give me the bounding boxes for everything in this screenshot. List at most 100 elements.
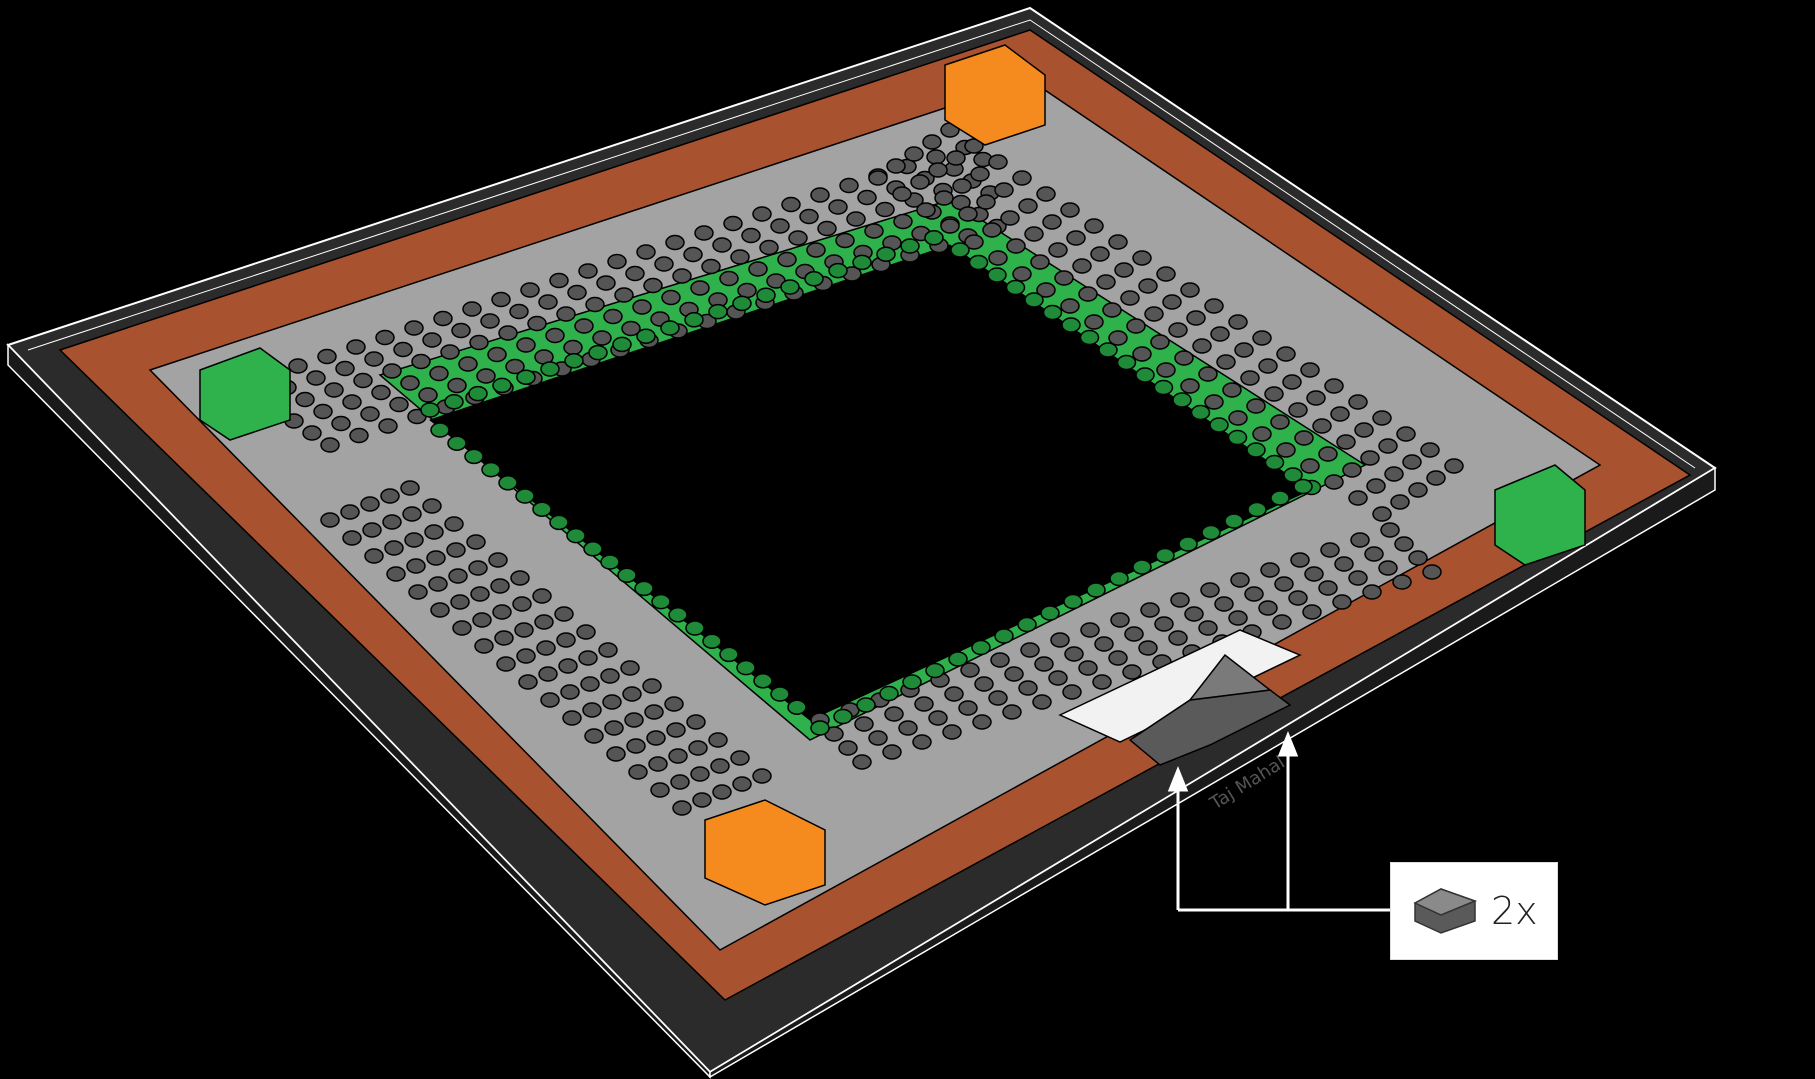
- stud: [1215, 597, 1233, 611]
- stud: [1427, 471, 1445, 485]
- stud: [589, 346, 607, 360]
- stud: [1021, 643, 1039, 657]
- stud: [899, 721, 917, 735]
- stud: [515, 623, 533, 637]
- stud: [1018, 618, 1036, 632]
- stud: [905, 147, 923, 161]
- stud: [1355, 423, 1373, 437]
- stud: [1225, 514, 1243, 528]
- stud: [1156, 549, 1174, 563]
- stud: [1391, 495, 1409, 509]
- stud: [1199, 621, 1217, 635]
- stud: [689, 741, 707, 755]
- stud: [1007, 239, 1025, 253]
- stud: [557, 633, 575, 647]
- stud: [818, 222, 836, 236]
- stud: [1037, 187, 1055, 201]
- stud: [1367, 479, 1385, 493]
- stud: [836, 234, 854, 248]
- stud: [579, 651, 597, 665]
- stud: [713, 238, 731, 252]
- stud: [1199, 367, 1217, 381]
- stud: [709, 733, 727, 747]
- stud: [1133, 251, 1151, 265]
- stud: [365, 549, 383, 563]
- stud: [995, 183, 1013, 197]
- stud: [405, 533, 423, 547]
- stud: [452, 324, 470, 338]
- stud: [401, 376, 419, 390]
- stud: [637, 329, 655, 343]
- stud: [1035, 657, 1053, 671]
- stud: [989, 691, 1007, 705]
- stud: [1275, 577, 1293, 591]
- stud: [605, 721, 623, 735]
- stud: [1245, 587, 1263, 601]
- stud: [731, 250, 749, 264]
- stud: [1169, 323, 1187, 337]
- stud: [693, 793, 711, 807]
- stud: [615, 288, 633, 302]
- stud: [869, 171, 887, 185]
- stud: [1065, 647, 1083, 661]
- stud: [601, 669, 619, 683]
- stud: [407, 559, 425, 573]
- stud: [903, 675, 921, 689]
- stud: [441, 345, 459, 359]
- stud: [1019, 199, 1037, 213]
- stud: [601, 555, 619, 569]
- stud: [685, 313, 703, 327]
- stud: [1163, 295, 1181, 309]
- stud: [1303, 605, 1321, 619]
- stud: [561, 685, 579, 699]
- stud: [917, 203, 935, 217]
- stud: [318, 350, 336, 364]
- stud: [673, 801, 691, 815]
- stud: [913, 735, 931, 749]
- stud: [593, 331, 611, 345]
- stud: [390, 398, 408, 412]
- stud: [742, 229, 760, 243]
- stud: [637, 245, 655, 259]
- stud: [1081, 331, 1099, 345]
- stud: [1169, 631, 1187, 645]
- stud: [625, 713, 643, 727]
- stud: [749, 262, 767, 276]
- stud: [431, 423, 449, 437]
- stud: [945, 687, 963, 701]
- stud: [517, 370, 535, 384]
- stud: [470, 336, 488, 350]
- stud: [1155, 381, 1173, 395]
- stud: [550, 515, 568, 529]
- stud: [567, 529, 585, 543]
- stud: [1229, 315, 1247, 329]
- stud: [1013, 171, 1031, 185]
- stud: [651, 783, 669, 797]
- stud: [1421, 443, 1439, 457]
- stud: [1001, 211, 1019, 225]
- stud: [1095, 637, 1113, 651]
- stud: [1231, 573, 1249, 587]
- stud: [1118, 356, 1136, 370]
- stud: [1192, 406, 1210, 420]
- stud: [760, 241, 778, 255]
- stud: [1139, 279, 1157, 293]
- stud: [1041, 606, 1059, 620]
- stud: [321, 438, 339, 452]
- stud: [1379, 439, 1397, 453]
- stud: [1157, 363, 1175, 377]
- stud: [603, 695, 621, 709]
- stud: [1003, 705, 1021, 719]
- stud: [1235, 343, 1253, 357]
- stud: [1253, 331, 1271, 345]
- stud: [781, 280, 799, 294]
- stud: [565, 354, 583, 368]
- stud: [885, 707, 903, 721]
- stud: [1055, 271, 1073, 285]
- stud: [621, 661, 639, 675]
- stud: [535, 615, 553, 629]
- stud: [427, 551, 445, 565]
- stud: [1005, 667, 1023, 681]
- stud: [296, 393, 314, 407]
- stud: [539, 295, 557, 309]
